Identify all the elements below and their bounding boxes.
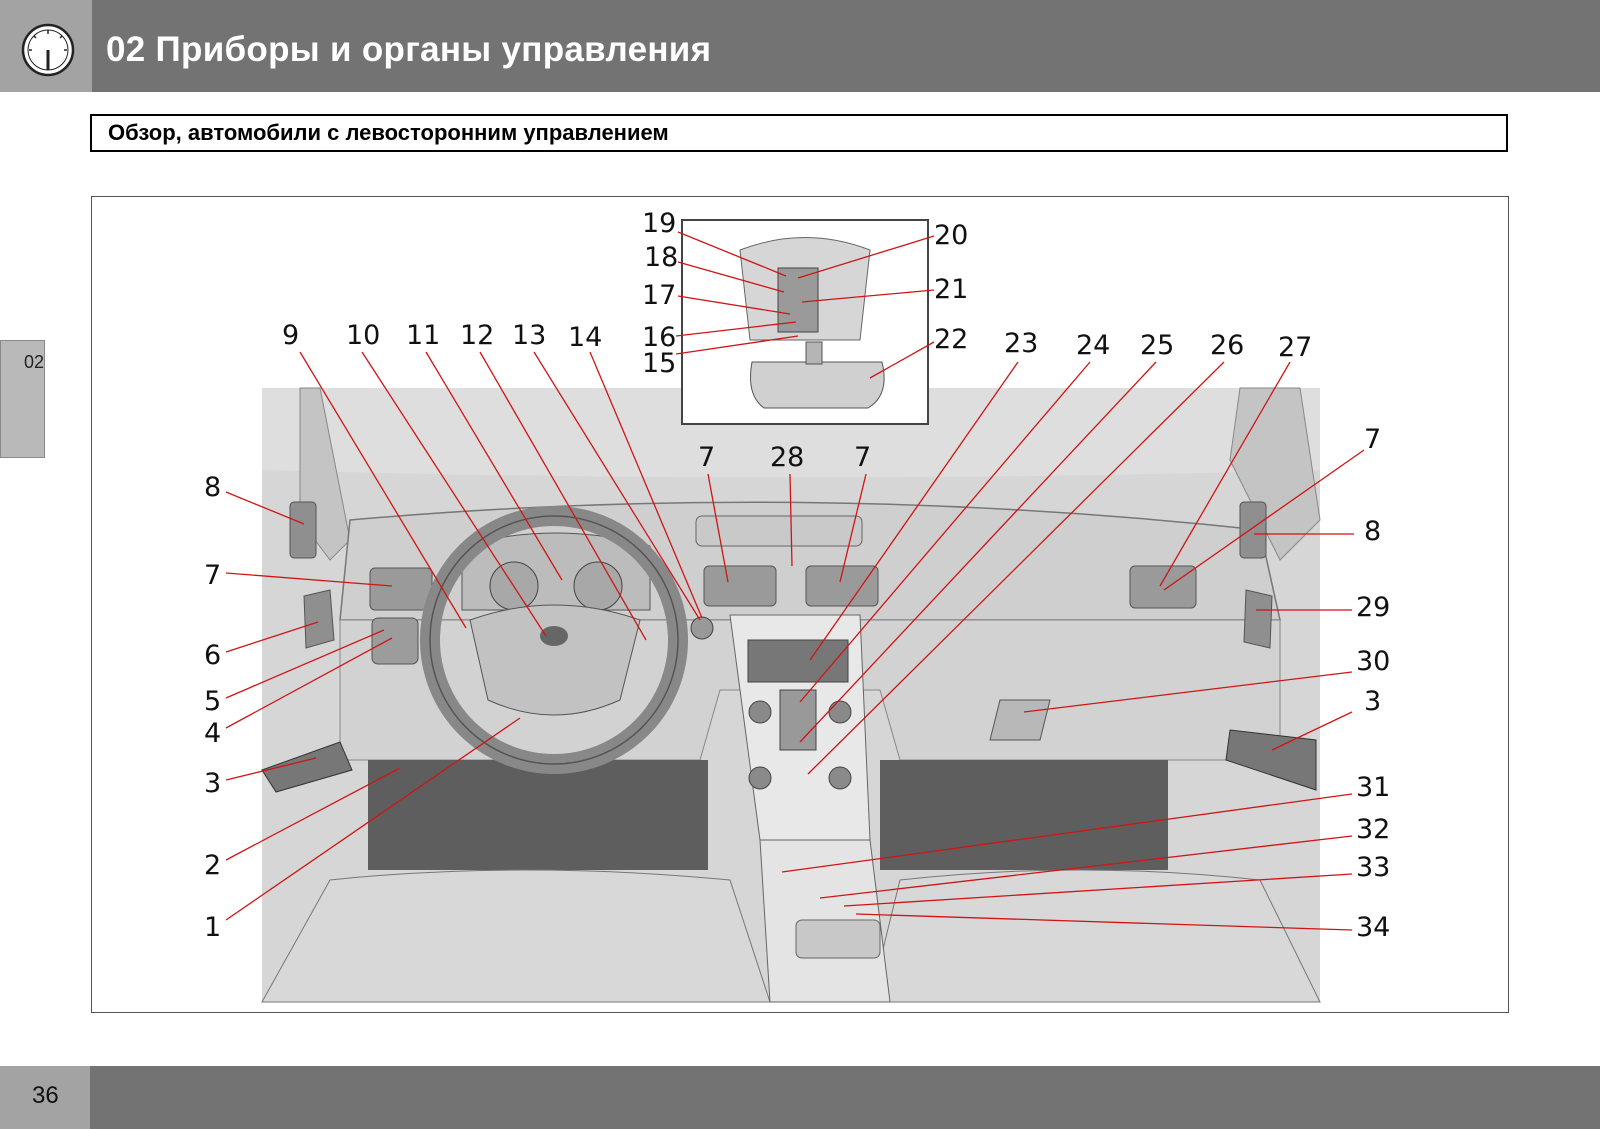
callout-3: 3 (204, 768, 221, 799)
callout-8-right: 8 (1364, 516, 1381, 547)
page-footer: 36 (0, 1066, 1600, 1129)
right-door-handle (1243, 589, 1273, 649)
windshield (262, 388, 1320, 478)
callout-23: 23 (1004, 328, 1038, 359)
gauge-icon (21, 23, 75, 77)
left-door-handle (303, 589, 335, 649)
section-heading-box: Обзор, автомобили с левосторонним управл… (90, 114, 1508, 152)
callout-9: 9 (282, 320, 299, 351)
callout-28: 28 (770, 442, 804, 473)
knob (748, 766, 772, 790)
light-switch-panel (371, 617, 419, 665)
callout-34: 34 (1356, 912, 1390, 943)
right-a-pillar (1229, 387, 1321, 561)
chapter-icon-box (0, 0, 92, 92)
callout-6: 6 (204, 640, 221, 671)
callout-20: 20 (934, 220, 968, 251)
callout-14: 14 (568, 322, 602, 353)
callout-16: 16 (642, 322, 676, 353)
roof-console-buttons (777, 267, 819, 333)
section-title: Обзор, автомобили с левосторонним управл… (108, 120, 669, 145)
knob (828, 766, 852, 790)
callout-27: 27 (1278, 332, 1312, 363)
callout-11: 11 (406, 320, 440, 351)
page-number-box: 36 (0, 1066, 90, 1129)
rear-view-mirror (750, 361, 885, 409)
right-door-vent (1239, 501, 1267, 559)
chapter-title: 02 Приборы и органы управления (106, 30, 712, 69)
callout-2: 2 (204, 850, 221, 881)
page-number: 36 (32, 1082, 59, 1109)
glovebox-handle (989, 699, 1051, 741)
callout-30: 30 (1356, 646, 1390, 677)
callout-22: 22 (934, 324, 968, 355)
knob (828, 700, 852, 724)
callout-25: 25 (1140, 330, 1174, 361)
callout-4: 4 (204, 718, 221, 749)
driver-seat (261, 869, 771, 1003)
callout-10: 10 (346, 320, 380, 351)
callout-26: 26 (1210, 330, 1244, 361)
steering-logo (540, 626, 568, 646)
center-display (695, 515, 863, 547)
callout-15: 15 (642, 348, 676, 379)
callout-17: 17 (642, 280, 676, 311)
knob (748, 700, 772, 724)
figure-frame (91, 196, 1509, 1013)
left-door-vent (289, 501, 317, 559)
callout-8-left: 8 (204, 472, 221, 503)
steering-wheel-outline (429, 515, 679, 765)
cup-holder (795, 919, 881, 959)
callout-5: 5 (204, 686, 221, 717)
chapter-header: 02 Приборы и органы управления (0, 0, 1600, 92)
center-vent-right (805, 565, 879, 607)
callout-29: 29 (1356, 592, 1390, 623)
callout-12: 12 (460, 320, 494, 351)
callout-7-center-right: 7 (854, 442, 871, 473)
right-floor-mat (880, 760, 1168, 870)
left-floor-mat (368, 760, 708, 870)
callout-33: 33 (1356, 852, 1390, 883)
callout-21: 21 (934, 274, 968, 305)
callout-3-right: 3 (1364, 686, 1381, 717)
left-door-switch-panel (261, 741, 353, 793)
callout-19: 19 (642, 208, 676, 239)
ignition-switch (690, 616, 714, 640)
callout-31: 31 (1356, 772, 1390, 803)
chapter-side-tab-label: 02 (24, 352, 45, 372)
right-side-vent (1129, 565, 1197, 609)
radio-display (747, 639, 849, 683)
left-side-vent (369, 567, 433, 611)
callout-18: 18 (644, 242, 678, 273)
callout-7-left: 7 (204, 560, 221, 591)
keypad (779, 689, 817, 751)
callout-24: 24 (1076, 330, 1110, 361)
callout-7-center-left: 7 (698, 442, 715, 473)
callout-32: 32 (1356, 814, 1390, 845)
mirror-mount (805, 341, 823, 365)
callout-7-right: 7 (1364, 424, 1381, 455)
right-door-switch-panel (1225, 729, 1317, 791)
leader-lines (225, 231, 1365, 931)
center-vent-left (703, 565, 777, 607)
callout-13: 13 (512, 320, 546, 351)
callout-1: 1 (204, 912, 221, 943)
chapter-side-tab[interactable] (0, 340, 45, 458)
steering-hub (469, 604, 641, 716)
passenger-seat (869, 869, 1321, 1003)
